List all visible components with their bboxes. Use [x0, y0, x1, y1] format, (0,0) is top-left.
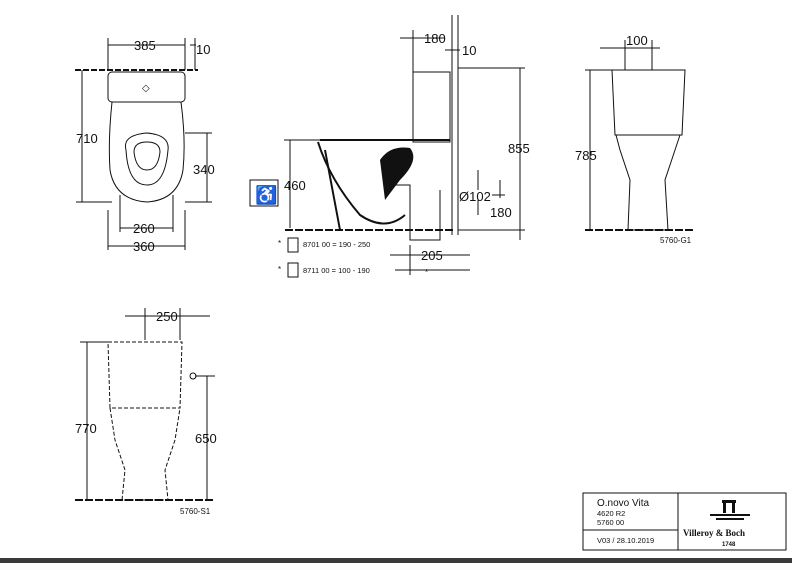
version-date: V03 / 28.10.2019 — [597, 536, 654, 545]
bottom-bar — [0, 558, 792, 563]
notes: * 8701 00 = 190 - 250 * 8711 00 = 100 - … — [278, 237, 370, 278]
front-view-g1: 100 785 5760-G1 — [575, 33, 695, 245]
dim-180-top: 180 — [424, 31, 446, 46]
accessibility-icon — [249, 179, 279, 207]
svg-text:*: * — [278, 239, 281, 248]
dim-100: 100 — [626, 33, 648, 48]
dim-360: 360 — [133, 239, 155, 254]
front-view-s1: 250 770 650 5760-S1 — [75, 308, 217, 516]
side-view: ♿ 460 180 10 855 Ø102 180 205 * — [249, 15, 530, 277]
dim-205: 205 — [421, 248, 443, 263]
dim-785: 785 — [575, 148, 597, 163]
dim-710: 710 — [76, 131, 98, 146]
title-block: O.novo Vita 4620 R2 5760 00 V03 / 28.10.… — [582, 492, 787, 551]
product-code-1: 4620 R2 — [597, 509, 625, 518]
dim-650: 650 — [195, 431, 217, 446]
dim-250: 250 — [156, 309, 178, 324]
code-g1: 5760-G1 — [660, 236, 692, 245]
dim-260: 260 — [133, 221, 155, 236]
note-8711: 8711 00 = 100 - 190 — [303, 266, 370, 275]
code-s1: 5760-S1 — [180, 507, 211, 516]
product-code-2: 5760 00 — [597, 518, 624, 527]
dim-340: 340 — [193, 162, 215, 177]
dim-770: 770 — [75, 421, 97, 436]
dim-10-side: 10 — [462, 43, 476, 58]
note-8701: 8701 00 = 190 - 250 — [303, 240, 370, 249]
svg-text:1748: 1748 — [722, 542, 736, 548]
dim-385: 385 — [134, 38, 156, 53]
dim-diam-102: Ø102 — [459, 189, 491, 204]
svg-text:Villeroy & Boch: Villeroy & Boch — [683, 528, 745, 538]
dim-asterisk: * — [425, 268, 428, 277]
svg-text:♿: ♿ — [255, 184, 277, 205]
svg-text:◇: ◇ — [142, 83, 150, 94]
dim-180-outlet: 180 — [490, 205, 512, 220]
dim-10: 10 — [196, 42, 210, 57]
svg-text:*: * — [278, 265, 281, 274]
villeroy-boch-logo: Villeroy & Boch 1748 — [683, 500, 750, 548]
product-name: O.novo Vita — [597, 498, 650, 509]
top-view: 385 10 ◇ 710 340 260 360 — [75, 38, 215, 254]
dim-460: 460 — [284, 178, 306, 193]
dim-855: 855 — [508, 141, 530, 156]
